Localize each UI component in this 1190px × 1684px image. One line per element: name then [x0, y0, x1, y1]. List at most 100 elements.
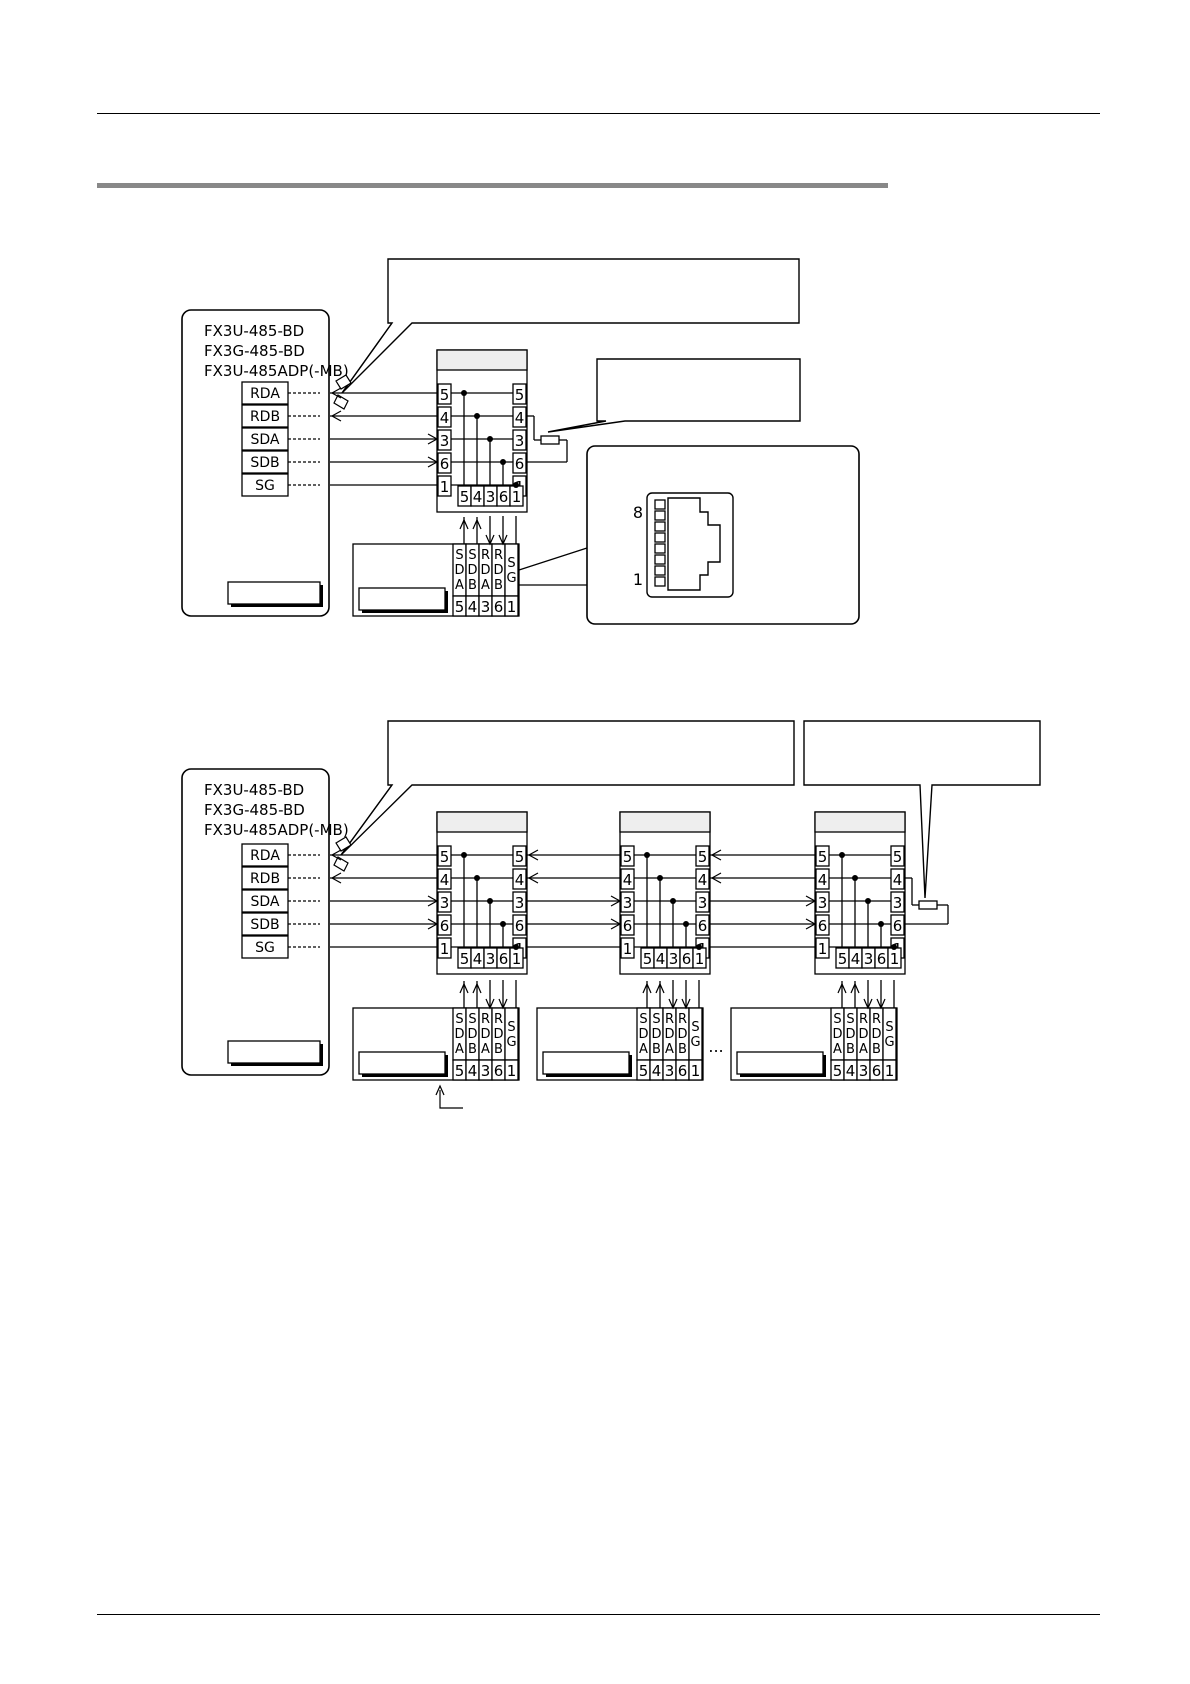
pointer-leader: [439, 1090, 463, 1109]
arrow-head: [681, 998, 691, 1010]
terminal-letter: G: [884, 1035, 894, 1050]
terminal-letter: S: [507, 1020, 515, 1035]
junction-dot: [644, 852, 650, 858]
pin-cell: [890, 845, 905, 867]
pin-cell: [512, 383, 527, 405]
pin-number: 6: [515, 455, 525, 473]
arrow-head: [527, 872, 539, 884]
terminal-letter: B: [678, 1042, 687, 1057]
junction-dot: [487, 436, 493, 442]
terminal-letter: A: [455, 578, 464, 593]
station-ellipsis: ...: [708, 1037, 723, 1056]
pin-number: 6: [877, 950, 887, 968]
signal-label: SG: [255, 940, 275, 956]
signal-label: SDA: [251, 432, 280, 448]
arrow-head: [330, 410, 342, 422]
terminal-letter: R: [494, 548, 503, 563]
pin-cell: [512, 429, 527, 451]
pin-number: 4: [851, 950, 861, 968]
terminal-letter: D: [845, 1027, 855, 1042]
arrow-head: [330, 387, 342, 399]
pin-cell: [437, 868, 452, 890]
rj45-contact: [654, 576, 666, 587]
terminal-letter: S: [846, 1012, 854, 1027]
pin-cell: [437, 383, 452, 405]
arrow-head: [485, 998, 495, 1010]
junction-dot: [878, 921, 884, 927]
pin-number: 1: [507, 598, 517, 616]
pin-number: 5: [623, 848, 633, 866]
pin-number: 4: [473, 488, 483, 506]
pin-number: 5: [698, 848, 708, 866]
terminal-letter: B: [494, 1042, 503, 1057]
pin-cell: [437, 891, 452, 913]
inverter-nameplate: [542, 1051, 630, 1075]
pin-number: 4: [623, 871, 633, 889]
terminal-letter: A: [455, 1042, 464, 1057]
plc-unit-nameplate: [227, 581, 321, 605]
pin-cell: [620, 914, 635, 936]
arrow-head: [642, 982, 652, 994]
pin-number: 6: [872, 1062, 882, 1080]
terminal-letter: D: [858, 1027, 868, 1042]
pin-number: 6: [678, 1062, 688, 1080]
pin-number: 4: [515, 871, 525, 889]
pin-number: 1: [890, 950, 900, 968]
pin-number: 3: [859, 1062, 869, 1080]
junction-dot: [461, 390, 467, 396]
pin-number: 3: [481, 1062, 491, 1080]
pin-number: 3: [440, 894, 450, 912]
arrow-head: [805, 895, 817, 907]
terminal-letter: S: [639, 1012, 647, 1027]
terminal-letter: S: [691, 1020, 699, 1035]
junction-dot: [852, 875, 858, 881]
pin-number: 3: [515, 894, 525, 912]
terminal-letter: R: [859, 1012, 868, 1027]
pin-number: 5: [440, 848, 450, 866]
pin-cell: [695, 868, 710, 890]
terminal-letter: B: [468, 1042, 477, 1057]
unit-model-label: FX3G-485-BD: [204, 801, 305, 819]
pin-cell: [512, 891, 527, 913]
pin-number: 1: [623, 940, 633, 958]
pin-number: 1: [695, 950, 705, 968]
pin-number: 4: [440, 871, 450, 889]
pin-number: 5: [460, 950, 470, 968]
junction-dot: [500, 459, 506, 465]
pin-number: 3: [818, 894, 828, 912]
arrow-head: [610, 918, 622, 930]
junction-dot: [474, 413, 480, 419]
terminal-letter: B: [494, 578, 503, 593]
pin-number: 6: [698, 917, 708, 935]
junction-dot: [487, 898, 493, 904]
terminal-letter: A: [859, 1042, 868, 1057]
pin-number: 1: [440, 478, 450, 496]
pin-cell: [890, 914, 905, 936]
arrow-head: [427, 895, 439, 907]
pin-1-label: 1: [633, 570, 643, 589]
pin-cell: [437, 914, 452, 936]
pin-cell: [437, 845, 452, 867]
pin-number: 4: [515, 409, 525, 427]
terminal-letter: G: [506, 1035, 516, 1050]
pin-number: 6: [440, 455, 450, 473]
callout-connection-note: [341, 258, 800, 394]
pin-number: 5: [818, 848, 828, 866]
junction-dot: [513, 944, 519, 950]
section-title-bar: [97, 183, 888, 188]
pin-cell: [815, 914, 830, 936]
unit-model-label: FX3U-485ADP(-MB): [204, 821, 349, 839]
pin-number: 6: [494, 598, 504, 616]
pin-cell: [504, 1059, 519, 1081]
pin-number: 3: [481, 598, 491, 616]
terminal-letter: S: [455, 1012, 463, 1027]
pin-cell: [620, 937, 635, 959]
pin-number: 4: [818, 871, 828, 889]
signal-label: SDA: [251, 894, 280, 910]
rj45-contact: [654, 554, 666, 565]
callout-connection-note: [340, 720, 795, 856]
pin-cell: [815, 891, 830, 913]
pin-number: 4: [893, 871, 903, 889]
detail-leader: [518, 547, 588, 571]
pin-cell: [512, 452, 527, 474]
